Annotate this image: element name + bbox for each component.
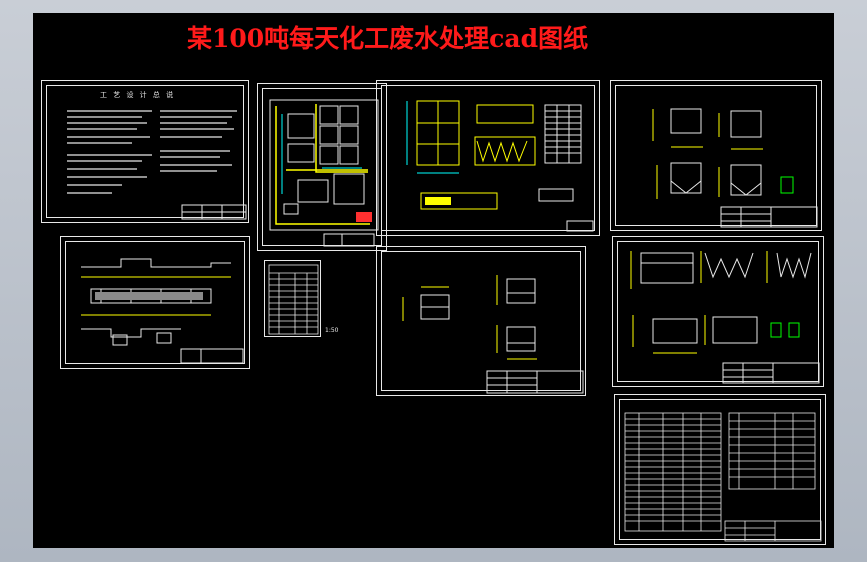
- sheet-process-profile[interactable]: [60, 236, 250, 369]
- sheet-equipment-details[interactable]: [610, 80, 822, 231]
- sheet-border: [65, 241, 245, 364]
- cad-drawing-canvas[interactable]: 某100吨每天化工废水处理cad图纸 工 艺 设 计 总 说: [33, 13, 834, 548]
- sheet-border: [46, 85, 244, 218]
- sheet-tank-sections-2[interactable]: [612, 236, 824, 387]
- tank-sections-drawing: [630, 251, 820, 384]
- sheet-tank-plan-sections[interactable]: [376, 80, 600, 236]
- equipment-details-drawing: [652, 108, 818, 228]
- sheet-border: [619, 399, 821, 540]
- site-plan-drawing: [269, 99, 379, 247]
- process-profile-drawing: [81, 258, 244, 364]
- sheet-design-notes[interactable]: 工 艺 设 计 总 说: [41, 80, 249, 223]
- sheet-border: [617, 241, 819, 382]
- material-table-grid: [268, 264, 319, 335]
- sheet-border: [615, 85, 817, 226]
- drawing-title: 某100吨每天化工废水处理cad图纸: [187, 24, 589, 53]
- pump-pit-drawing: [402, 275, 584, 394]
- tank-plan-drawing: [406, 100, 594, 232]
- sheet-border: [381, 251, 581, 391]
- sheet-material-table[interactable]: [264, 260, 321, 337]
- design-notes-heading: 工 艺 设 计 总 说: [100, 91, 176, 99]
- sheet-pump-pit-details[interactable]: [376, 246, 586, 396]
- equipment-list-tables: [624, 412, 822, 542]
- sheet-equipment-list[interactable]: [614, 394, 826, 545]
- sheet-border: [381, 85, 595, 231]
- sheet-site-plan[interactable]: [257, 83, 387, 251]
- scale-note: 1:50: [325, 327, 339, 334]
- design-notes-text-lines: [67, 110, 247, 220]
